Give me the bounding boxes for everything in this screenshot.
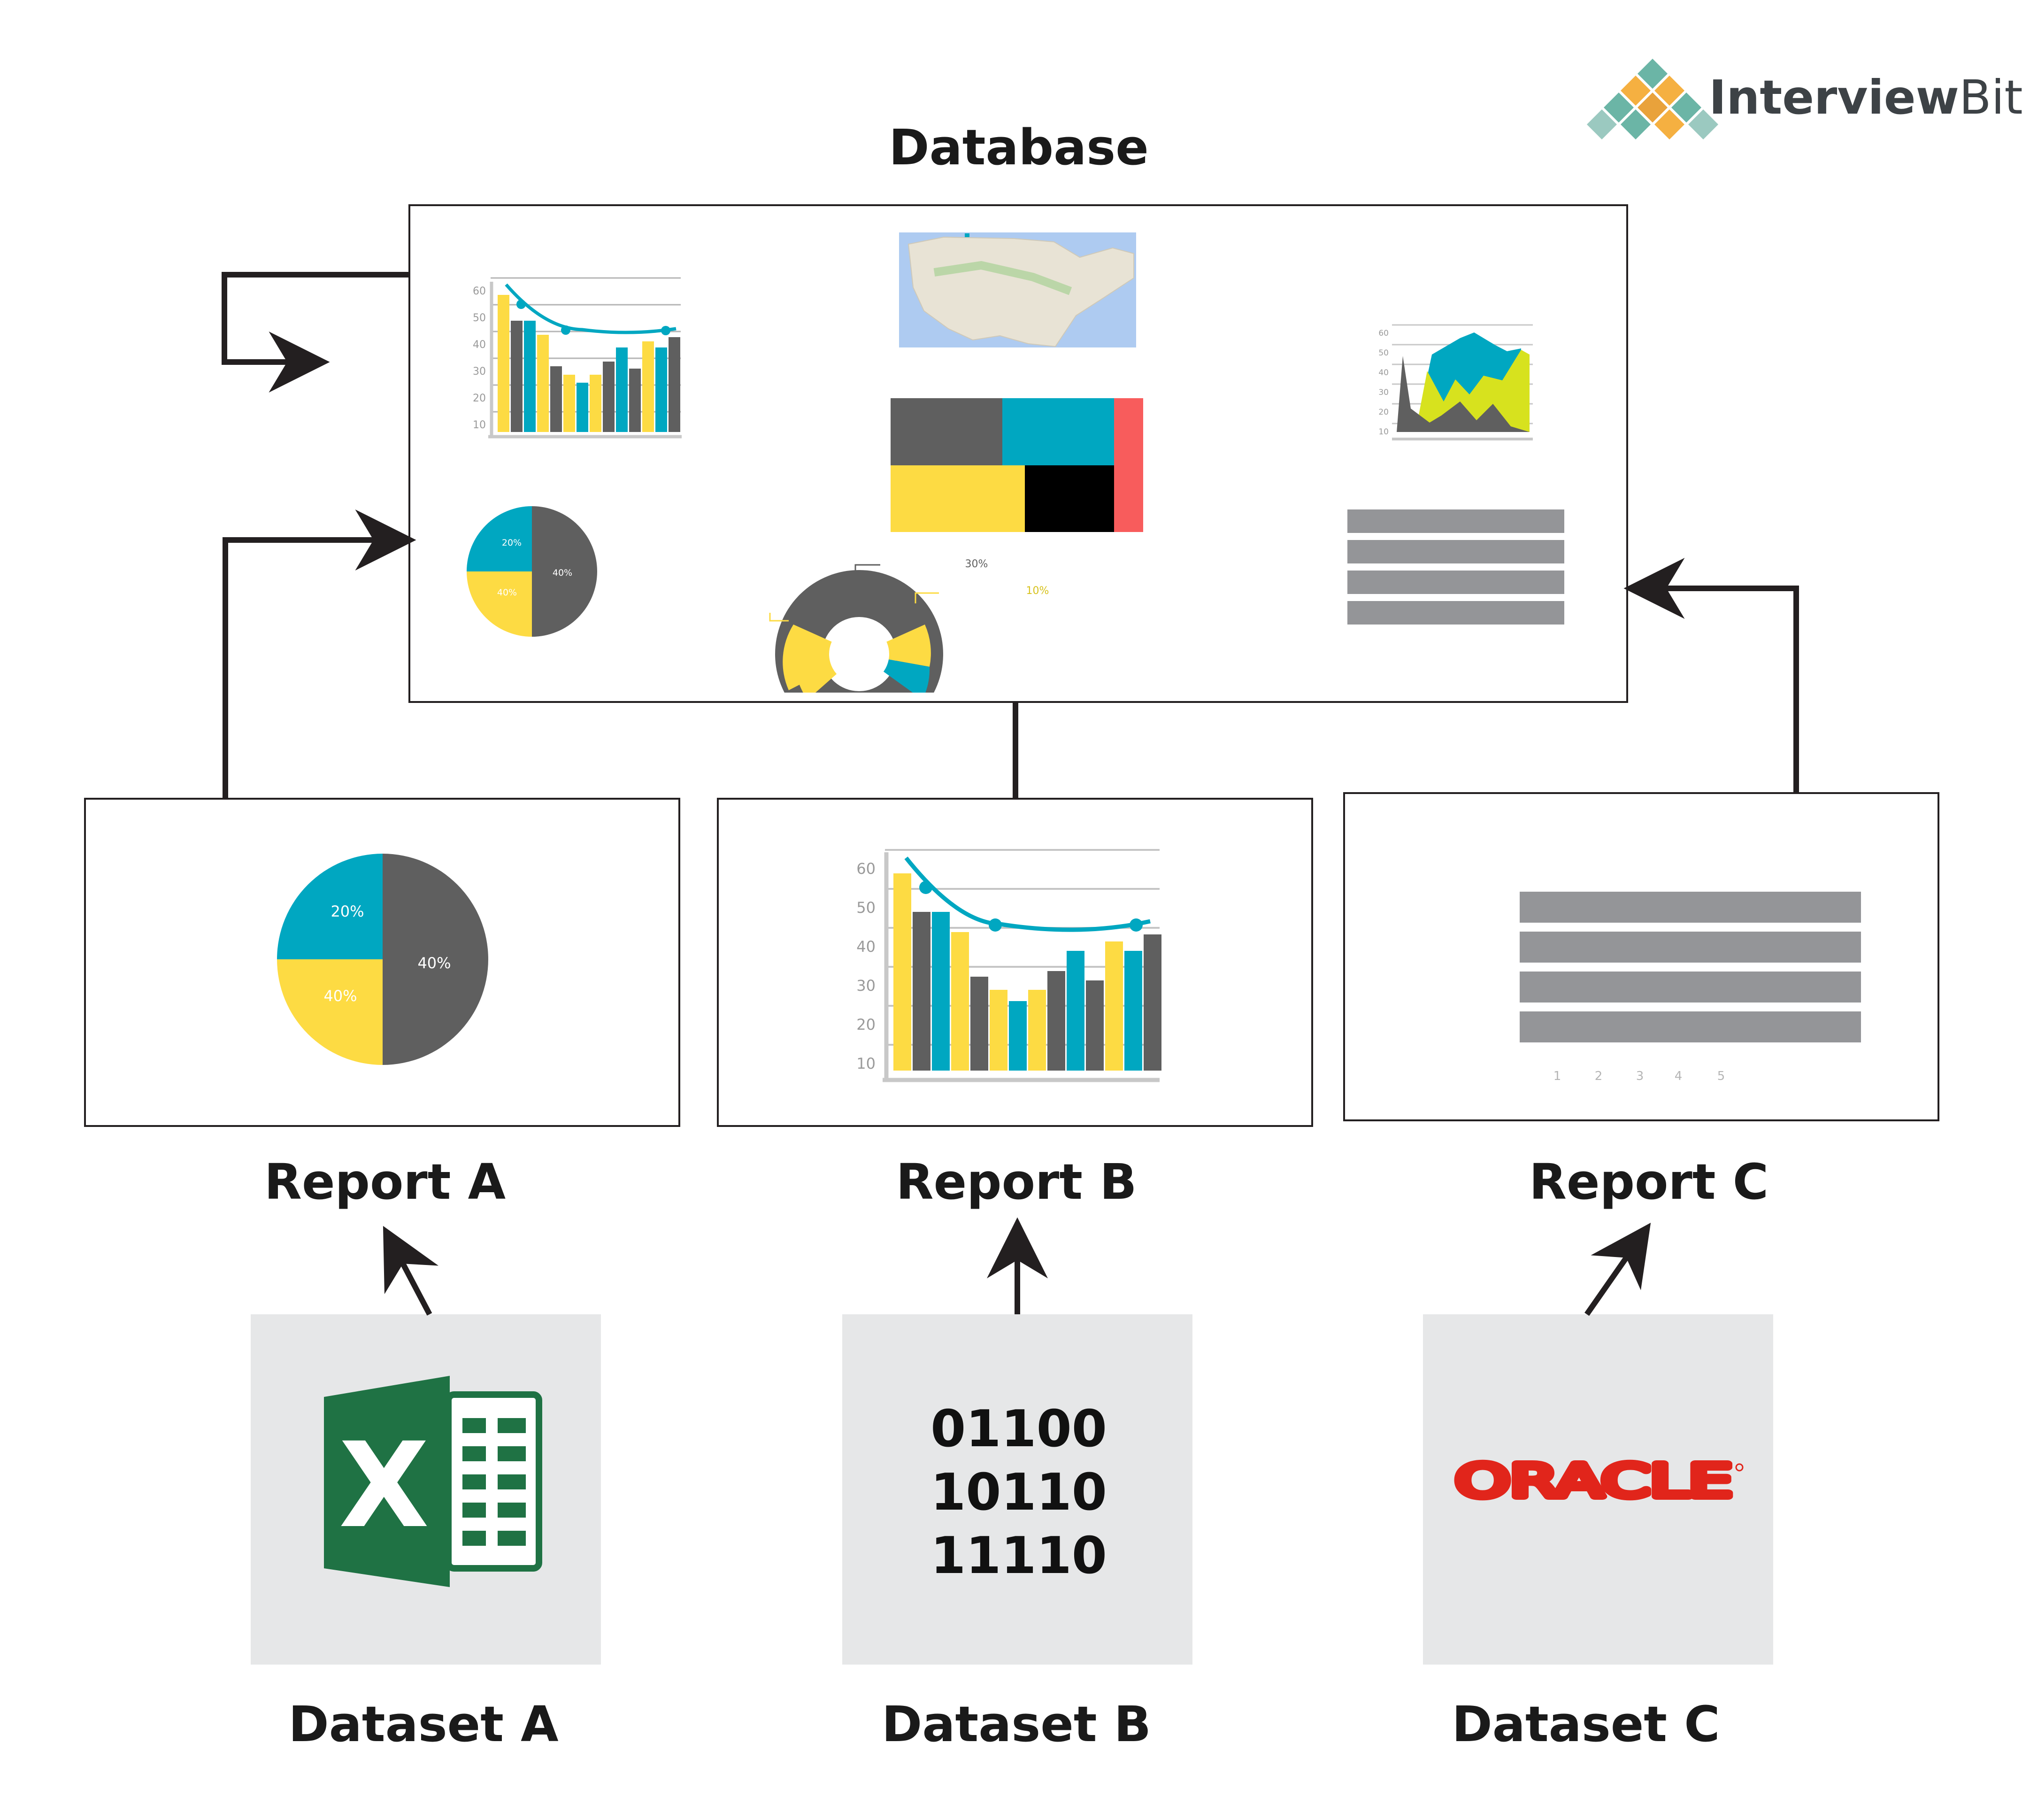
db-pie-chart: 20% 40% 40% <box>467 506 597 637</box>
interviewbit-logo[interactable]: InterviewBit <box>1587 59 2023 139</box>
report-a-pie-label: 40% <box>417 954 451 972</box>
dataset-a-to-report-a-arrow <box>383 1226 438 1316</box>
db-area-tick: 60 <box>1378 329 1389 338</box>
oracle-logo: ORACLE <box>1452 1451 1744 1511</box>
dataset-c-to-report-c-arrow <box>1584 1223 1651 1316</box>
db-map <box>899 232 1136 347</box>
binary-data-icon: 01100 10110 11110 <box>930 1400 1107 1585</box>
db-donut-label: 30% <box>965 558 988 570</box>
db-treemap <box>891 398 1143 532</box>
db-area-tick: 50 <box>1378 348 1389 358</box>
excel-icon-letter: X <box>339 1417 430 1554</box>
dataset-b-label: Dataset B <box>882 1696 1151 1753</box>
dataset-b-panel <box>842 1314 1192 1665</box>
database-loop-arrow <box>222 272 409 393</box>
dataset-a-label: Dataset A <box>288 1696 558 1753</box>
brand-secondary: Bit <box>1959 70 2023 125</box>
db-pie-label: 40% <box>553 568 572 578</box>
db-donut-chart: 30% 10% <box>769 558 1049 693</box>
report-b-bar-tick: 20 <box>856 1016 876 1033</box>
report-b-bar-tick: 10 <box>856 1055 876 1072</box>
report-a-pie-label: 20% <box>331 902 364 920</box>
db-area-tick: 10 <box>1378 427 1389 437</box>
db-bar-tick: 50 <box>473 312 486 324</box>
binary-line: 01100 <box>930 1400 1107 1458</box>
db-area-tick: 20 <box>1378 408 1389 417</box>
report-c-label: Report C <box>1529 1153 1769 1211</box>
db-donut-label: 10% <box>1026 585 1049 597</box>
db-bar-tick: 20 <box>473 393 486 404</box>
excel-icon: X <box>324 1376 542 1587</box>
report-c-page-number: 4 <box>1675 1069 1683 1083</box>
report-c-page-number: 5 <box>1717 1069 1725 1083</box>
binary-line: 10110 <box>930 1463 1107 1522</box>
report-c-page-number: 2 <box>1595 1069 1603 1083</box>
dataset-c-panel <box>1423 1314 1773 1665</box>
report-a-pie-chart: 20% 40% 40% <box>277 854 488 1065</box>
report-b-box <box>717 798 1313 1127</box>
dataset-c-label: Dataset C <box>1452 1696 1720 1753</box>
db-bar-tick: 30 <box>473 366 486 378</box>
db-area-tick: 40 <box>1378 368 1389 378</box>
report-b-bar-chart: 60 50 40 30 20 10 <box>856 849 1161 1082</box>
report-b-label: Report B <box>896 1153 1137 1211</box>
report-c-table: 1 2 3 4 5 <box>1520 892 1861 1083</box>
report-b-bar-tick: 50 <box>856 899 876 917</box>
db-pie-label: 40% <box>497 587 517 598</box>
report-c-to-database-arrow <box>1623 558 1799 793</box>
db-bar-tick: 60 <box>473 285 486 297</box>
db-table <box>1347 509 1564 625</box>
db-area-tick: 30 <box>1378 388 1389 397</box>
report-b-bar-tick: 60 <box>856 860 876 878</box>
binary-line: 11110 <box>930 1527 1107 1585</box>
report-a-label: Report A <box>264 1153 506 1211</box>
report-b-bar-tick: 40 <box>856 938 876 956</box>
report-a-pie-label: 40% <box>323 987 357 1005</box>
db-area-chart: 60 50 40 30 20 10 <box>1378 324 1533 440</box>
db-bar-tick: 40 <box>473 339 486 351</box>
database-title: Database <box>889 119 1148 176</box>
report-c-page-number: 3 <box>1636 1069 1644 1083</box>
report-a-to-database-arrow <box>223 509 416 799</box>
brand-primary: Interview <box>1709 70 1959 125</box>
db-bar-chart: 60 50 40 30 20 10 <box>473 277 682 439</box>
report-b-bar-tick: 30 <box>856 977 876 995</box>
interviewbit-wordmark: InterviewBit <box>1709 70 2023 125</box>
oracle-logo-text: ORACLE <box>1455 1455 1732 1507</box>
db-bar-tick: 10 <box>473 419 486 431</box>
db-pie-label: 20% <box>502 538 522 548</box>
report-c-page-number: 1 <box>1553 1069 1561 1083</box>
interviewbit-diamond-icon <box>1587 59 1718 139</box>
